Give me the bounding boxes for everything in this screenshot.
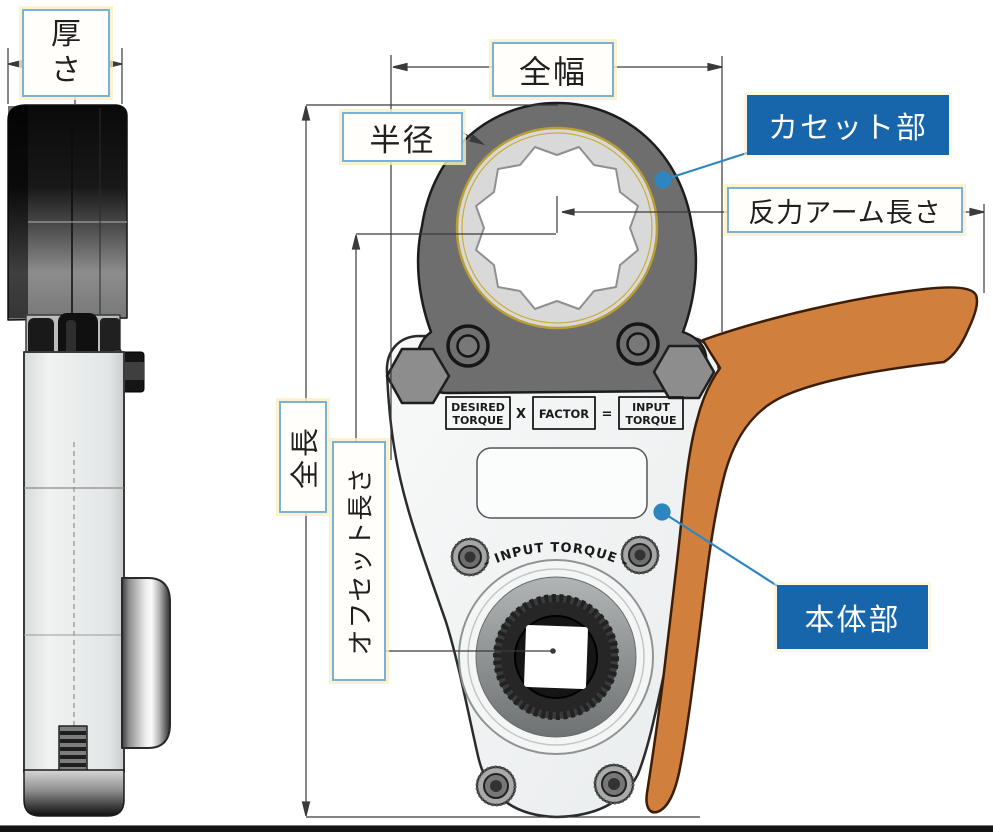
label-overall-length-text: 全長 xyxy=(288,424,322,490)
body-leader-dot xyxy=(653,503,671,521)
mid-bolts xyxy=(450,535,660,577)
callout-body-part: 本体部 xyxy=(777,585,928,649)
formula-x: X xyxy=(516,407,526,422)
gear-teeth xyxy=(493,594,619,720)
callout-leaders xyxy=(653,150,780,588)
bottom-border-bar xyxy=(0,825,993,832)
hex-bolt-right xyxy=(652,344,716,400)
callout-body-part-text: 本体部 xyxy=(804,603,901,638)
side-head-edge xyxy=(8,106,28,318)
bottom-bolts xyxy=(475,763,635,807)
torque-formula: DESIRED TORQUE X FACTOR = INPUT TORQUE xyxy=(445,396,684,430)
label-thickness: 厚さ xyxy=(22,9,110,97)
dimension-lines xyxy=(7,48,985,818)
hex-bolt-left xyxy=(385,347,451,405)
cassette-leader-dot xyxy=(654,171,672,189)
label-overall-length: 全長 xyxy=(279,401,327,513)
label-overall-width: 全幅 xyxy=(492,42,614,97)
formula-factor: FACTOR xyxy=(539,407,589,421)
label-offset-length-text: オフセット長さ xyxy=(346,466,377,656)
reaction-arm xyxy=(645,286,979,814)
label-reaction-arm-length-text: 反力アーム長さ xyxy=(748,197,942,229)
side-drive-hub xyxy=(121,577,171,749)
callout-cassette-part: カセット部 xyxy=(747,95,949,155)
side-base xyxy=(23,769,125,817)
formula-input: INPUT xyxy=(632,401,670,414)
label-reaction-arm-length: 反力アーム長さ xyxy=(727,187,963,233)
side-view xyxy=(7,104,171,817)
label-radius: 半径 xyxy=(342,112,463,162)
label-radius-text: 半径 xyxy=(369,122,436,159)
square-drive-hole xyxy=(524,625,588,689)
cassette-bolts xyxy=(446,322,660,368)
label-thickness-text: 厚さ xyxy=(51,17,81,88)
gold-ring xyxy=(455,126,659,330)
formula-desired: DESIRED xyxy=(451,401,505,414)
nameplate xyxy=(476,447,648,519)
formula-torque1: TORQUE xyxy=(452,414,503,427)
input-drive xyxy=(458,559,654,755)
label-offset-length: オフセット長さ xyxy=(332,441,386,681)
callout-cassette-part-text: カセット部 xyxy=(768,111,928,146)
formula-equals: = xyxy=(602,407,613,422)
label-overall-width-text: 全幅 xyxy=(518,52,587,91)
formula-torque2: TORQUE xyxy=(625,414,676,427)
